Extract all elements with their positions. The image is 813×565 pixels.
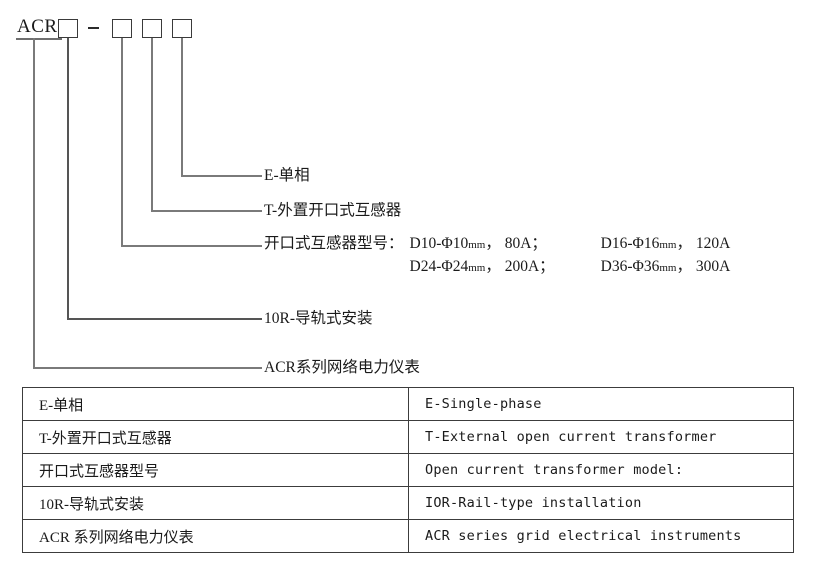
table-row: ACR 系列网络电力仪表 ACR series grid electrical … xyxy=(22,519,794,553)
model-unit: mm xyxy=(659,261,677,274)
leader-hline-external-transformer xyxy=(151,210,262,212)
transformer-model-row: D24-Φ24mm， 200A； D36-Φ36mm， 300A xyxy=(264,257,731,280)
model-column-gap xyxy=(555,234,601,257)
model-code: D10-Φ10 xyxy=(409,235,469,252)
transformer-model-table: 开口式互感器型号： D10-Φ10mm， 80A； D16-Φ16mm， 120… xyxy=(264,234,730,280)
table-row: T-外置开口式互感器 T-External open current trans… xyxy=(22,420,794,454)
code-box-2 xyxy=(112,19,132,38)
callout-acr-series: ACR系列网络电力仪表 xyxy=(264,359,420,376)
transformer-model-label: 开口式互感器型号： xyxy=(264,235,404,252)
model-current: 200A； xyxy=(504,257,555,275)
callout-rail-installation: 10R-导轨式安装 xyxy=(264,310,373,327)
model-current: 300A xyxy=(695,257,731,275)
leader-vline-single-phase xyxy=(181,38,183,175)
table-row: 开口式互感器型号 Open current transformer model: xyxy=(22,453,794,487)
table-row: 10R-导轨式安装 IOR-Rail-type installation xyxy=(22,486,794,520)
code-box-1 xyxy=(58,19,78,38)
model-unit: mm xyxy=(659,239,677,251)
table-cell-en: E-Single-phase xyxy=(408,387,794,421)
leader-hline-single-phase xyxy=(181,175,262,177)
leader-vline-external-transformer xyxy=(151,38,153,210)
model-left-2: D24-Φ24mm， 200A； xyxy=(409,257,555,275)
model-right-2: D36-Φ36mm， 300A xyxy=(600,257,731,275)
transformer-model-row: 开口式互感器型号： D10-Φ10mm， 80A； D16-Φ16mm， 120… xyxy=(264,234,730,257)
model-unit: mm xyxy=(468,239,486,251)
callout-external-transformer: T-外置开口式互感器 xyxy=(264,202,402,219)
leader-hline-acr-series xyxy=(33,367,262,369)
transformer-model-label-spacer xyxy=(264,257,410,280)
table-cell-en: Open current transformer model: xyxy=(408,453,794,487)
table-cell-cn: 开口式互感器型号 xyxy=(22,453,409,487)
model-unit: mm xyxy=(468,261,486,274)
model-current: 80A； xyxy=(504,235,547,252)
model-column-gap xyxy=(555,257,601,280)
model-code-row: ACR xyxy=(0,0,813,50)
code-separator-dash xyxy=(88,27,99,29)
callout-single-phase: E-单相 xyxy=(264,167,310,184)
model-code: D24-Φ24 xyxy=(409,257,469,275)
translation-table-body: E-单相 E-Single-phase T-外置开口式互感器 T-Externa… xyxy=(22,387,794,553)
model-prefix-acr: ACR xyxy=(17,16,58,37)
code-box-3 xyxy=(142,19,162,38)
model-code: D36-Φ36 xyxy=(600,257,660,275)
table-cell-en: T-External open current transformer xyxy=(408,420,794,454)
table-cell-cn: ACR 系列网络电力仪表 xyxy=(22,519,409,553)
code-box-4 xyxy=(172,19,192,38)
model-right-1: D16-Φ16mm， 120A xyxy=(600,235,731,252)
table-cell-cn: T-外置开口式互感器 xyxy=(22,420,409,454)
table-row: E-单相 E-Single-phase xyxy=(22,387,794,421)
table-cell-en: IOR-Rail-type installation xyxy=(408,486,794,520)
table-cell-cn: E-单相 xyxy=(22,387,409,421)
model-code: D16-Φ16 xyxy=(600,235,660,252)
leader-vline-transformer-model xyxy=(121,38,123,245)
leader-vline-rail-installation xyxy=(67,38,69,318)
callout-transformer-model: 开口式互感器型号： D10-Φ10mm， 80A； D16-Φ16mm， 120… xyxy=(264,234,730,280)
prefix-underline xyxy=(16,38,62,40)
table-cell-cn: 10R-导轨式安装 xyxy=(22,486,409,520)
translation-table: E-单相 E-Single-phase T-外置开口式互感器 T-Externa… xyxy=(22,387,794,553)
model-left-1: D10-Φ10mm， 80A； xyxy=(409,235,547,252)
table-cell-en: ACR series grid electrical instruments xyxy=(408,519,794,553)
leader-vline-acr-series xyxy=(33,38,35,367)
model-current: 120A xyxy=(695,235,731,252)
leader-hline-rail-installation xyxy=(67,318,262,320)
leader-hline-transformer-model xyxy=(121,245,262,247)
